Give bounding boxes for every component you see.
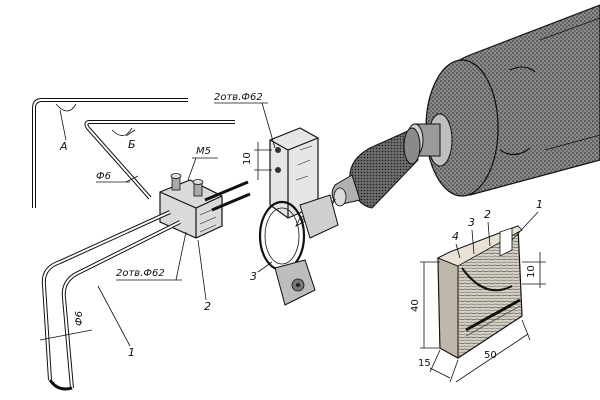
wood-label-2: 2 <box>484 208 491 221</box>
wood-height-dimension: 40 <box>410 261 440 349</box>
wood-label-1: 1 <box>536 198 543 211</box>
rod-diameter-bottom: Ф6 <box>39 311 93 341</box>
rod-diameter-top-label: Ф6 <box>96 171 111 182</box>
rod-diameter-bottom-label: Ф6 <box>74 311 85 326</box>
wood-width-dim-label: 50 <box>484 350 497 361</box>
bent-rod-a <box>32 98 188 208</box>
block-holes-callout: 2отв.Ф62 <box>116 231 187 281</box>
clamp-gap-dimension: 10 <box>242 152 253 165</box>
clamp-dimension: 10 <box>242 142 272 180</box>
wood-label-4: 4 <box>452 230 459 243</box>
drill-body <box>425 4 600 197</box>
rod-diameter-top: Ф6 <box>96 171 139 183</box>
screw-callout: М5 <box>187 146 218 181</box>
block-holes-label: 2отв.Ф62 <box>116 268 165 279</box>
angle-a-label: А <box>59 140 68 153</box>
part-3-label: 3 <box>250 270 257 283</box>
guide-rods <box>41 210 181 391</box>
drill-nose <box>406 113 453 167</box>
screw-label: М5 <box>196 146 211 157</box>
clamp-holes-callout: 2отв.Ф62 <box>214 92 276 149</box>
part-2-label: 2 <box>204 300 211 313</box>
drill-chuck <box>331 127 421 209</box>
part-1-label: 1 <box>128 346 135 359</box>
wood-width-dimension: 50 <box>455 319 531 383</box>
wood-depth-dim-label: 15 <box>418 358 431 369</box>
wood-slot-dimension: 10 <box>522 252 546 288</box>
wood-label-3: 3 <box>468 216 475 229</box>
wood-slot-dim-label: 10 <box>526 265 537 278</box>
angle-b-label: Б <box>128 138 136 151</box>
wood-height-dim-label: 40 <box>410 299 421 312</box>
wood-depth-dimension: 15 <box>418 349 459 383</box>
clamp-holes-label: 2отв.Ф62 <box>214 92 263 103</box>
bent-rod-b <box>84 120 235 200</box>
clamp-bracket <box>258 127 339 306</box>
guide-block <box>159 173 251 239</box>
wooden-template <box>437 225 523 359</box>
